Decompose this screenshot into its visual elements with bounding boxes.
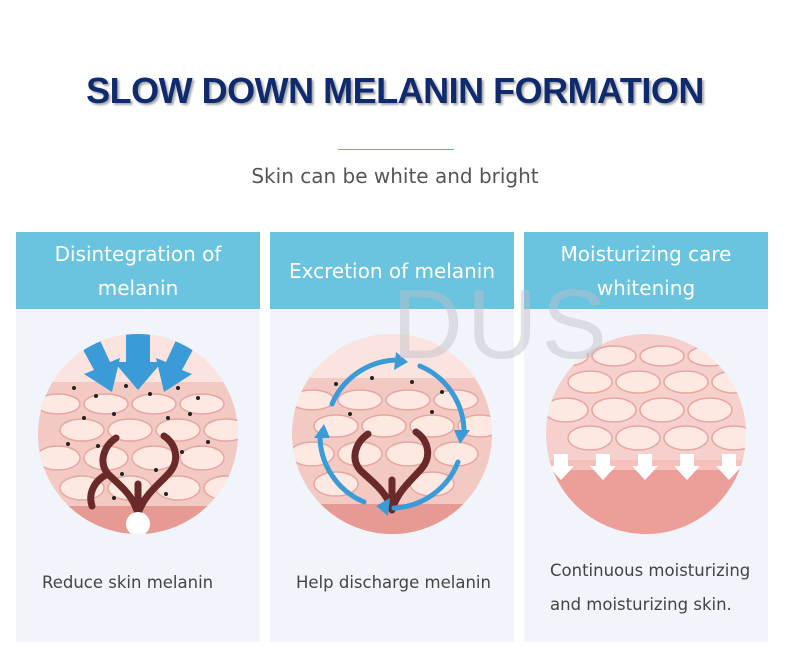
skin-disintegration-illustration bbox=[38, 334, 238, 534]
card-caption: Reduce skin melanin bbox=[42, 573, 214, 592]
card-excretion: Excretion of melanin bbox=[270, 232, 514, 642]
page-subtitle: Skin can be white and bright bbox=[251, 164, 539, 188]
card-heading: Excretion of melanin bbox=[270, 232, 514, 309]
card-heading: Disintegration of melanin bbox=[16, 232, 260, 309]
skin-moisturizing-illustration bbox=[546, 334, 746, 534]
card-heading: Moisturizing care whitening bbox=[524, 232, 768, 309]
card-disintegration: Disintegration of melanin bbox=[16, 232, 260, 642]
card-moisturizing: Moisturizing care whitening bbox=[524, 232, 768, 642]
title-divider bbox=[338, 149, 454, 150]
card-caption: Continuous moisturizing and moisturizing… bbox=[550, 561, 751, 614]
page-title: SLOW DOWN MELANIN FORMATION bbox=[86, 70, 704, 111]
skin-excretion-illustration bbox=[292, 334, 492, 534]
card-caption: Help discharge melanin bbox=[296, 573, 491, 592]
